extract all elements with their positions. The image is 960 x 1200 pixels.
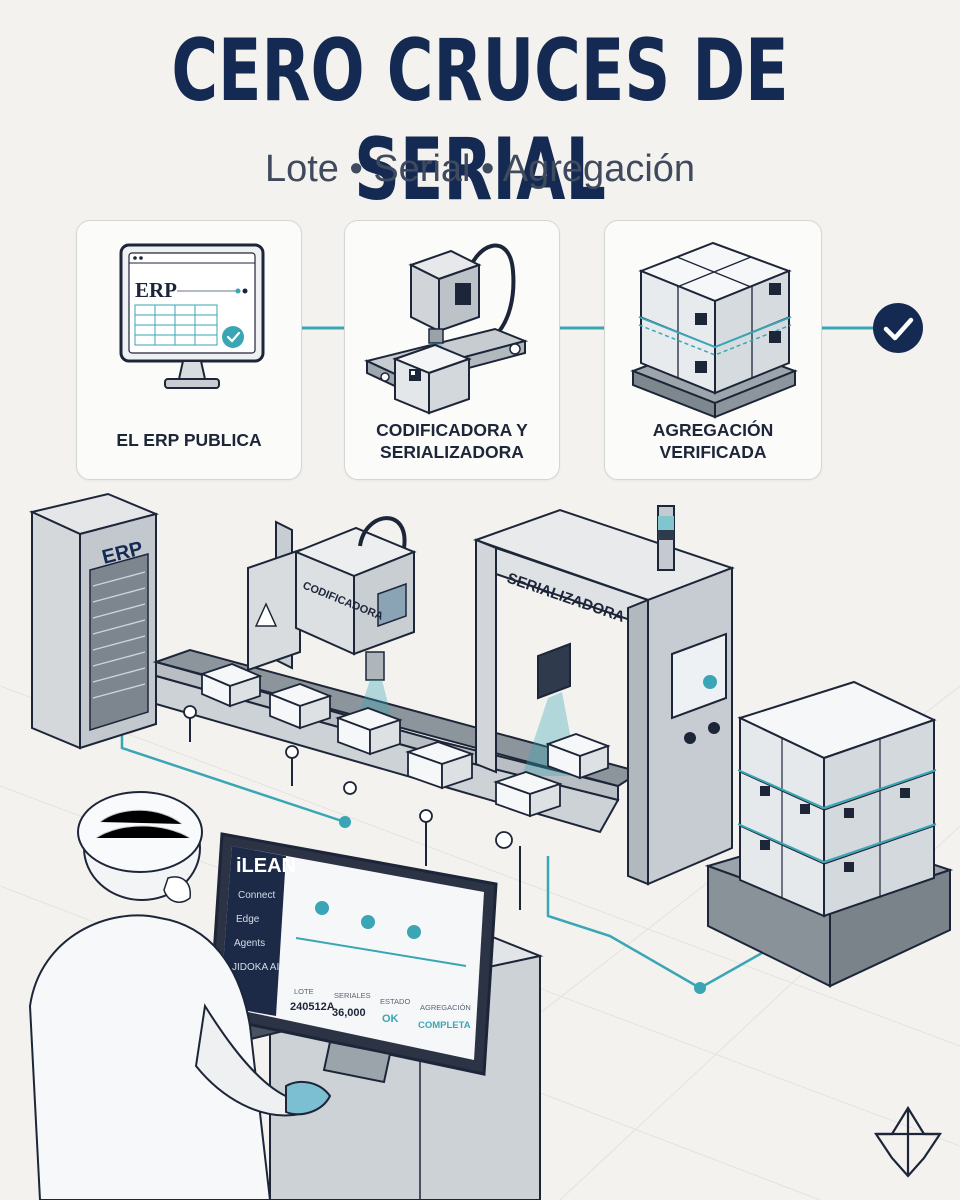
svg-text:AGREGACIÓN: AGREGACIÓN xyxy=(420,1003,471,1012)
pallet-icon xyxy=(630,241,798,419)
step-label-erp: EL ERP PUBLICA xyxy=(116,430,262,450)
step-label-coder: CODIFICADORA Y SERIALIZADORA xyxy=(376,420,528,462)
page-title: CERO CRUCES DE SERIAL xyxy=(171,21,789,220)
production-line-scene: ERP CODIFICADORA xyxy=(0,492,960,1200)
page-subtitle: Lote • Serial • Agregación xyxy=(264,148,696,190)
erp-screen-text: ERP xyxy=(135,278,177,302)
svg-text:SERIALES: SERIALES xyxy=(334,991,371,1000)
coder-machine: CODIFICADORA xyxy=(247,516,417,734)
step-connectors xyxy=(300,303,923,353)
check-circle-icon xyxy=(873,303,923,353)
step-card-coder: CODIFICADORA Y SERIALIZADORA xyxy=(344,220,560,480)
serializer-screen xyxy=(671,632,727,720)
svg-text:OK: OK xyxy=(382,1013,399,1025)
step-label-aggregation: AGREGACIÓN VERIFICADA xyxy=(652,420,774,462)
nav-item-connect[interactable]: Connect xyxy=(238,890,275,901)
step-card-aggregation: AGREGACIÓN VERIFICADA xyxy=(604,220,822,480)
svg-text:ESTADO: ESTADO xyxy=(380,997,410,1006)
warning-icon xyxy=(254,602,278,627)
svg-text:COMPLETA: COMPLETA xyxy=(418,1020,471,1031)
erp-server-rack: ERP xyxy=(28,492,160,750)
nav-item-agents[interactable]: Agents xyxy=(234,938,265,949)
erp-monitor-icon: ERP xyxy=(119,243,265,389)
serializer-machine: SERIALIZADORA xyxy=(472,505,735,886)
brand-logo-icon xyxy=(873,1105,943,1178)
svg-text:240512A: 240512A xyxy=(290,1001,335,1013)
product-boxes xyxy=(199,663,611,818)
nav-item-edge[interactable]: Edge xyxy=(236,914,260,925)
monitor-brand: iLEAN xyxy=(236,855,296,877)
pallet-stack xyxy=(704,680,954,988)
workstation-monitor xyxy=(208,832,498,1084)
nav-item-jidoka[interactable]: JIDOKA AI xyxy=(232,962,279,973)
operator-figure xyxy=(28,791,332,1200)
step-card-erp: ERP EL ERP PUBLICA xyxy=(76,220,302,480)
svg-text:36,000: 36,000 xyxy=(332,1007,366,1019)
monitor-flow-icons xyxy=(295,901,467,967)
svg-text:LOTE: LOTE xyxy=(294,987,314,996)
coder-machine-icon xyxy=(364,243,529,415)
monitor-stats: LOTE 240512A SERIALES 36,000 ESTADO OK A… xyxy=(290,987,471,1031)
